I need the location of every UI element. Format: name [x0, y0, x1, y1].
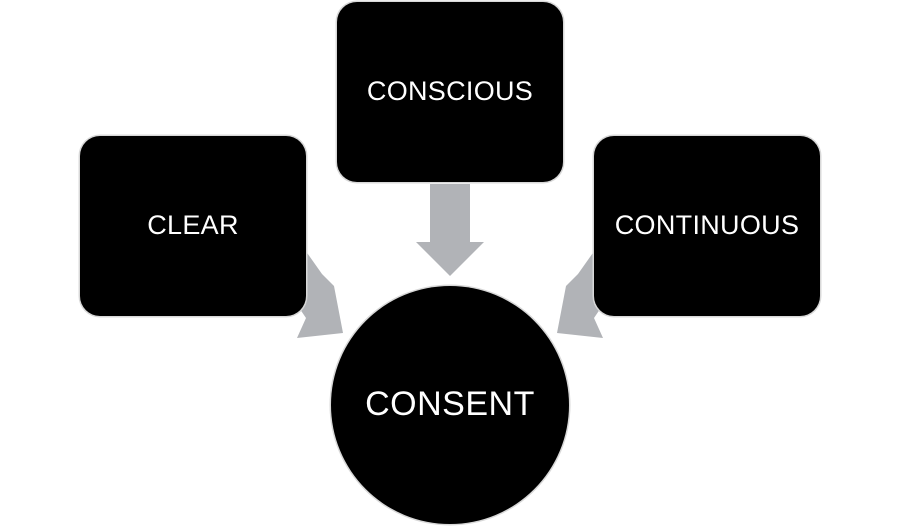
node-clear: CLEAR: [80, 136, 306, 316]
center-node-label: CONSENT: [365, 384, 535, 423]
node-continuous: CONTINUOUS: [594, 136, 820, 316]
node-continuous-label: CONTINUOUS: [614, 209, 800, 240]
node-clear-label: CLEAR: [147, 209, 239, 240]
node-conscious-label: CONSCIOUS: [366, 75, 534, 106]
center-node-consent: CONSENT: [331, 286, 569, 524]
node-conscious: CONSCIOUS: [337, 2, 563, 182]
arrow-conscious-to-consent: [416, 184, 484, 276]
